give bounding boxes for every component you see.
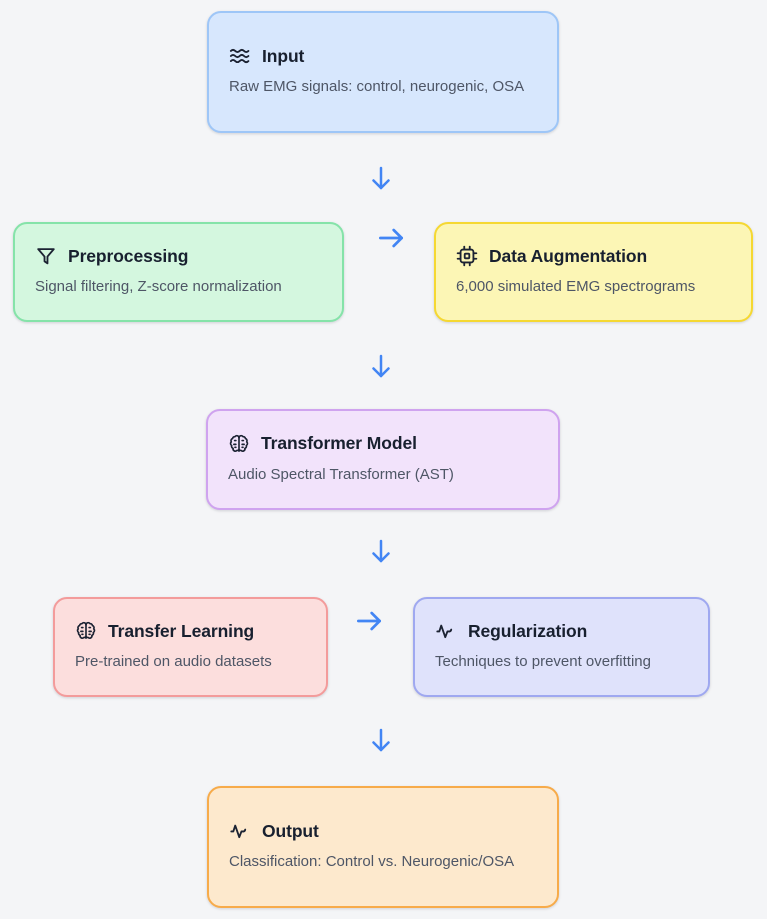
- brain-icon: [75, 620, 97, 642]
- node-input[interactable]: Input Raw EMG signals: control, neurogen…: [207, 11, 559, 133]
- brain-icon: [228, 433, 250, 455]
- node-regularization-description: Techniques to prevent overfitting: [435, 653, 651, 671]
- node-transformer-model-header: Transformer Model: [228, 433, 538, 455]
- node-output-header: Output: [229, 820, 537, 842]
- funnel-filter-icon: [35, 245, 57, 267]
- node-output-title: Output: [262, 820, 319, 841]
- activity-pulse-icon: [229, 820, 251, 842]
- arrow-right-transfer-learning-to-regularization: [352, 605, 386, 637]
- node-data-augmentation[interactable]: Data Augmentation 6,000 simulated EMG sp…: [434, 222, 753, 322]
- node-data-augmentation-title: Data Augmentation: [489, 245, 648, 266]
- node-transformer-model-description: Audio Spectral Transformer (AST): [228, 465, 454, 483]
- node-transfer-learning-header: Transfer Learning: [75, 620, 306, 642]
- waves-icon: [229, 45, 251, 67]
- node-preprocessing-description: Signal filtering, Z-score normalization: [35, 278, 282, 296]
- node-preprocessing-header: Preprocessing: [35, 245, 322, 267]
- node-transfer-learning-description: Pre-trained on audio datasets: [75, 653, 272, 671]
- node-data-augmentation-description: 6,000 simulated EMG spectrograms: [456, 278, 696, 296]
- arrow-down-transformer-to-transfer-learning: [366, 535, 396, 567]
- arrow-down-input-to-preprocessing: [366, 162, 396, 194]
- node-output[interactable]: Output Classification: Control vs. Neuro…: [207, 786, 559, 908]
- node-preprocessing[interactable]: Preprocessing Signal filtering, Z-score …: [13, 222, 344, 322]
- node-regularization-header: Regularization: [435, 620, 688, 642]
- node-input-description: Raw EMG signals: control, neurogenic, OS…: [229, 78, 525, 96]
- node-input-title: Input: [262, 45, 305, 66]
- node-transformer-model[interactable]: Transformer Model Audio Spectral Transfo…: [206, 409, 560, 510]
- cpu-chip-icon: [456, 245, 478, 267]
- arrow-down-augmentation-to-transformer: [366, 350, 396, 382]
- node-regularization[interactable]: Regularization Techniques to prevent ove…: [413, 597, 710, 697]
- node-output-description: Classification: Control vs. Neurogenic/O…: [229, 853, 515, 871]
- arrow-right-preprocessing-to-augmentation: [374, 222, 408, 254]
- arrow-down-regularization-to-output: [366, 724, 396, 756]
- node-input-header: Input: [229, 45, 537, 67]
- node-transfer-learning-title: Transfer Learning: [108, 620, 255, 641]
- node-regularization-title: Regularization: [468, 620, 588, 641]
- node-transformer-model-title: Transformer Model: [261, 433, 417, 454]
- node-transfer-learning[interactable]: Transfer Learning Pre-trained on audio d…: [53, 597, 328, 697]
- node-preprocessing-title: Preprocessing: [68, 245, 189, 266]
- activity-pulse-icon: [435, 620, 457, 642]
- node-data-augmentation-header: Data Augmentation: [456, 245, 731, 267]
